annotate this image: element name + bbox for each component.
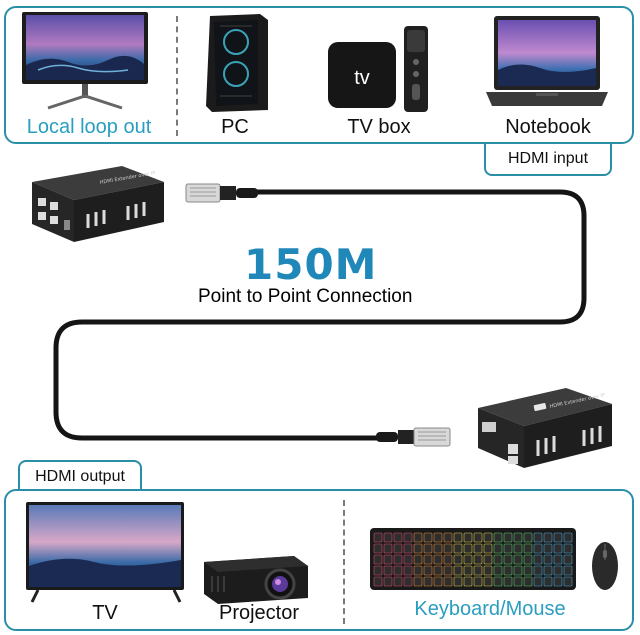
hdmi-output-tag: HDMI output (18, 460, 142, 491)
source-label-pc: PC (221, 116, 249, 138)
distance-headline: 150M (244, 240, 378, 289)
pc-tower-image (206, 14, 268, 112)
receiver-device: HDMI Extender over IP (478, 388, 612, 468)
output-divider (343, 500, 345, 624)
source-label-local-loop-out: Local loop out (26, 116, 152, 138)
rj45-connector-top (185, 183, 258, 203)
monitor-image (22, 12, 148, 110)
tv-image (26, 502, 184, 603)
mouse-image (592, 542, 618, 590)
hdmi-input-tag: HDMI input (484, 144, 612, 176)
output-label-projector: Projector (218, 602, 300, 624)
keyboard-image (370, 528, 576, 590)
output-label-keyboard-mouse: Keyboard/Mouse (414, 598, 566, 620)
transmitter-device: HDMI Extender over IP (32, 166, 164, 242)
source-divider (176, 16, 178, 136)
svg-text:tv: tv (354, 67, 370, 89)
notebook-image (486, 16, 608, 106)
source-label-tv-box: TV box (347, 116, 411, 138)
tv-box-image: tv (328, 26, 428, 112)
output-label-tv: TV (92, 602, 118, 624)
projector-image (204, 556, 308, 604)
connection-description: Point to Point Connection (198, 286, 413, 307)
rj45-connector-bottom (376, 427, 451, 447)
source-label-notebook: Notebook (505, 116, 591, 138)
